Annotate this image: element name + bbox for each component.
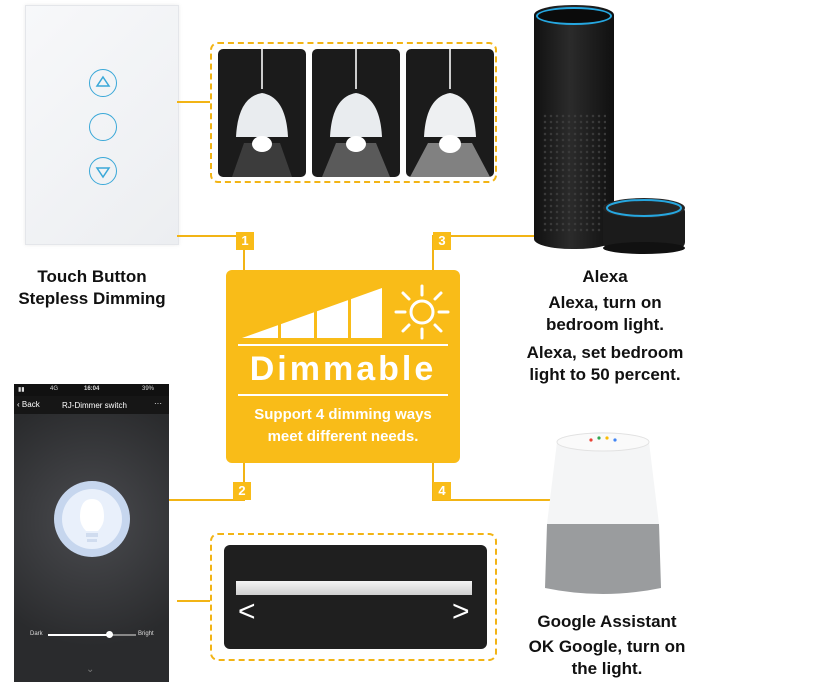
way-number-2: 2 bbox=[233, 482, 251, 500]
dimmer-slider-panel: < > bbox=[224, 545, 487, 649]
slider-min-label: Dark bbox=[30, 631, 43, 637]
chevron-left-icon[interactable]: < bbox=[238, 595, 256, 628]
app-nav-bar: ‹ Back RJ-Dimmer switch ··· bbox=[14, 396, 169, 414]
chevron-left-icon: ‹ bbox=[17, 400, 20, 409]
bulb-icon bbox=[322, 49, 390, 177]
chevron-right-icon[interactable]: > bbox=[452, 595, 470, 628]
dimmable-title: Dimmable bbox=[249, 350, 437, 388]
bulb-icon bbox=[410, 49, 490, 177]
more-menu-button[interactable]: ··· bbox=[154, 399, 162, 408]
chevron-down-icon[interactable]: ⌄ bbox=[86, 664, 95, 675]
signal-icon: ▮▮ bbox=[18, 387, 25, 393]
connector-line bbox=[432, 499, 552, 501]
divider bbox=[238, 344, 448, 346]
power-button[interactable] bbox=[89, 113, 117, 141]
connector-line bbox=[432, 235, 434, 271]
connector-line bbox=[243, 235, 245, 271]
brightness-slider-fill bbox=[48, 634, 109, 636]
alexa-cmd1-line2: bedroom light. bbox=[545, 315, 665, 334]
brightness-slider-thumb[interactable] bbox=[106, 631, 113, 638]
amazon-echo-speaker bbox=[534, 5, 614, 249]
status-bar: ▮▮ 4G 16:04 39% bbox=[14, 384, 169, 396]
alexa-title: Alexa bbox=[582, 267, 628, 286]
alexa-cmd2-line2: light to 50 percent. bbox=[529, 365, 681, 384]
way-number-1: 1 bbox=[236, 232, 254, 250]
app-screen: Dark Bright ⌄ bbox=[14, 414, 169, 682]
app-screen-title: RJ-Dimmer switch bbox=[62, 401, 127, 410]
network-type: 4G bbox=[50, 386, 59, 392]
status-time: 16:04 bbox=[84, 386, 100, 392]
subtitle-line2: meet different needs. bbox=[267, 428, 419, 445]
bulb-medium-panel bbox=[312, 49, 400, 177]
brightness-steps-icon bbox=[242, 284, 382, 340]
dimmer-bar[interactable] bbox=[236, 581, 472, 595]
way-number-3: 3 bbox=[433, 232, 451, 250]
battery-level: 39% bbox=[142, 386, 155, 392]
connector-line bbox=[432, 235, 534, 237]
bulb-dim-panel bbox=[218, 49, 306, 177]
echo-dot-speaker bbox=[603, 198, 685, 254]
dim-down-button[interactable] bbox=[89, 157, 117, 185]
dim-up-button[interactable] bbox=[89, 69, 117, 97]
brightness-slider-track[interactable] bbox=[48, 631, 136, 638]
google-cmd-line2: the light. bbox=[571, 659, 643, 678]
alexa-caption: Alexa Alexa, turn on bedroom light. Alex… bbox=[500, 266, 710, 386]
bulb-bright-panel bbox=[406, 49, 494, 177]
switch-caption: Touch Button Stepless Dimming bbox=[0, 266, 184, 310]
switch-caption-line1: Touch Button bbox=[37, 267, 147, 286]
dimming-levels-image bbox=[210, 42, 497, 183]
connector-line bbox=[177, 600, 210, 602]
google-home-speaker bbox=[545, 432, 661, 594]
subtitle-line1: Support 4 dimming ways bbox=[254, 406, 432, 423]
connector-line bbox=[177, 235, 245, 237]
lightbulb-icon[interactable] bbox=[52, 479, 132, 579]
google-cmd-line1: OK Google, turn on bbox=[528, 637, 686, 656]
way-number-4: 4 bbox=[433, 482, 451, 500]
connector-line bbox=[177, 101, 210, 103]
google-title: Google Assistant bbox=[537, 612, 677, 631]
sun-icon bbox=[394, 284, 450, 340]
switch-caption-line2: Stepless Dimming bbox=[18, 289, 166, 308]
google-caption: Google Assistant OK Google, turn on the … bbox=[512, 611, 702, 680]
smartphone-app-screenshot: ▮▮ 4G 16:04 39% ‹ Back RJ-Dimmer switch … bbox=[14, 384, 169, 682]
alexa-cmd2-line1: Alexa, set bedroom bbox=[526, 343, 684, 362]
connector-line bbox=[169, 499, 245, 501]
back-label: Back bbox=[21, 400, 40, 409]
dimmable-subtitle: Support 4 dimming ways meet different ne… bbox=[226, 404, 460, 448]
bulb-icon bbox=[232, 49, 292, 177]
dimmable-feature-box: Dimmable Support 4 dimming ways meet dif… bbox=[226, 270, 460, 463]
alexa-cmd1-line1: Alexa, turn on bbox=[548, 293, 662, 312]
dimmer-slider-image: < > bbox=[210, 533, 497, 661]
back-button[interactable]: ‹ Back bbox=[17, 400, 40, 409]
divider bbox=[238, 394, 448, 396]
touch-switch-panel bbox=[25, 5, 179, 245]
slider-max-label: Bright bbox=[138, 631, 154, 637]
